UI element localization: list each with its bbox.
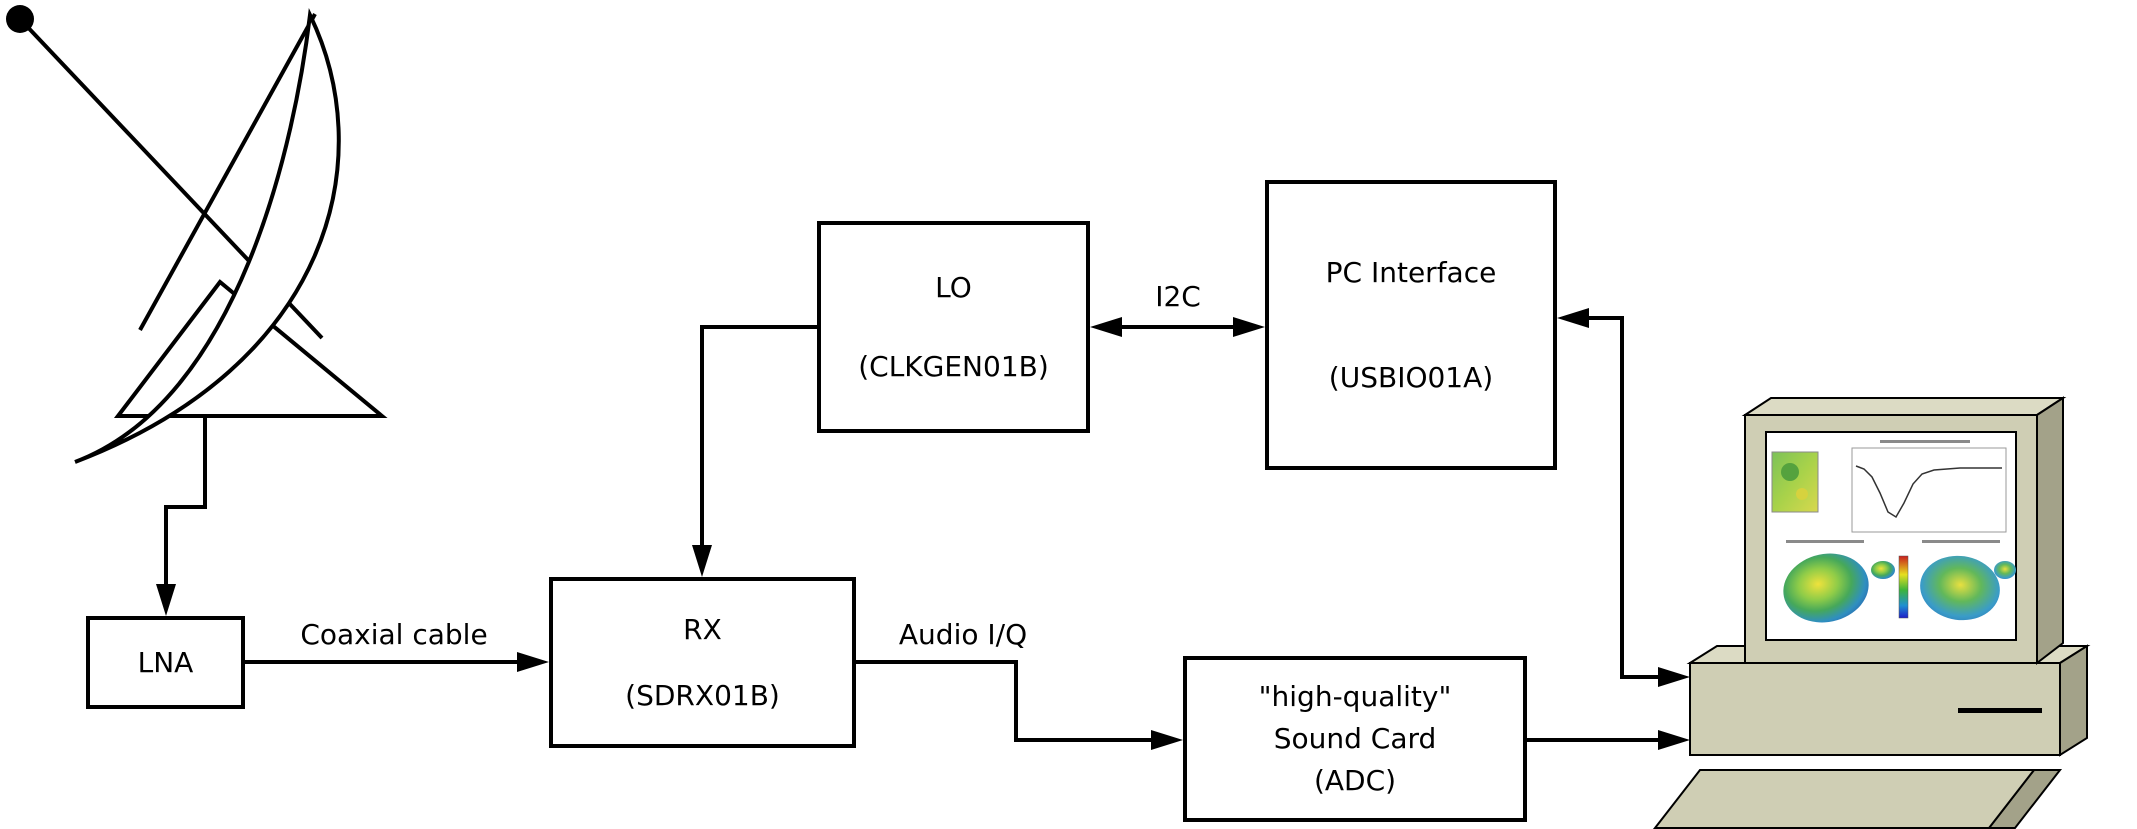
block-sound-card: "high-quality" Sound Card (ADC)	[1183, 656, 1527, 822]
label-audio-iq: Audio I/Q	[898, 618, 1028, 651]
block-lo-part-number: (CLKGEN01B)	[858, 350, 1049, 383]
block-sound-card-line1: "high-quality"	[1258, 680, 1452, 713]
arrowhead	[1090, 317, 1122, 337]
floppy-slot	[1958, 708, 2042, 713]
monitor-top	[1741, 397, 2067, 416]
label-i2c: I2C	[1155, 280, 1201, 313]
label-coaxial-cable: Coaxial cable	[300, 618, 488, 651]
feed-support-strut	[138, 13, 317, 331]
desktop-computer-illustration	[1652, 396, 2091, 829]
arrowhead	[692, 545, 712, 577]
screen-line-plot	[1851, 447, 2007, 533]
screen-mini-map	[1771, 451, 1819, 513]
mini-map-spot	[1781, 463, 1799, 481]
feed-point-dot	[6, 5, 34, 33]
connection-computer-pcinterface	[1557, 308, 1690, 687]
arrowhead	[156, 584, 176, 616]
connection-lo-rx	[692, 325, 817, 577]
spectrum-trace	[1855, 465, 2002, 519]
screen-title-bar	[1880, 440, 1970, 443]
block-pc-interface-title: PC Interface	[1325, 256, 1497, 289]
dish-antenna-illustration	[6, 5, 388, 616]
block-pc-interface: PC Interface (USBIO01A)	[1265, 180, 1557, 470]
block-rx-part-number: (SDRX01B)	[625, 678, 780, 712]
keyboard	[1652, 769, 2037, 829]
antenna-feedline	[164, 416, 207, 588]
screen-sky-map-left-small	[1871, 561, 1895, 579]
connections	[245, 308, 1690, 750]
block-rx-title: RX	[683, 613, 722, 647]
arrowhead	[1658, 730, 1690, 750]
block-lna: LNA	[86, 616, 245, 709]
mini-map-spot	[1796, 488, 1808, 500]
block-pc-interface-part-number: (USBIO01A)	[1328, 361, 1494, 394]
screen-caption-bar	[1786, 540, 1864, 543]
connection-rx-soundcard	[856, 660, 1183, 750]
dish-reflector	[74, 7, 341, 464]
block-rx: RX (SDRX01B)	[549, 577, 856, 748]
arrowhead	[517, 652, 549, 672]
connection-soundcard-computer	[1527, 730, 1690, 750]
screen-plots	[1771, 440, 2016, 623]
block-sound-card-line2: Sound Card	[1273, 722, 1437, 755]
block-lo: LO (CLKGEN01B)	[817, 221, 1090, 433]
computer-case-side	[2059, 644, 2088, 757]
screen-sky-map-left	[1783, 553, 1869, 623]
screen-sky-map-right-small	[1994, 561, 2016, 579]
connection-lo-pcinterface-i2c	[1090, 317, 1265, 337]
monitor-side	[2036, 396, 2064, 666]
arrowhead	[1233, 317, 1265, 337]
screen-sky-map-right	[1920, 555, 2000, 621]
connection-lna-rx	[245, 652, 549, 672]
screen-colorbar	[1898, 555, 1909, 619]
arrowhead	[1557, 308, 1589, 328]
block-sound-card-line3: (ADC)	[1313, 764, 1397, 797]
screen-caption-bar	[1922, 540, 2000, 543]
block-lna-label: LNA	[137, 646, 194, 679]
arrowhead	[1151, 730, 1183, 750]
arrowhead	[1658, 667, 1690, 687]
block-lo-title: LO	[935, 271, 972, 304]
